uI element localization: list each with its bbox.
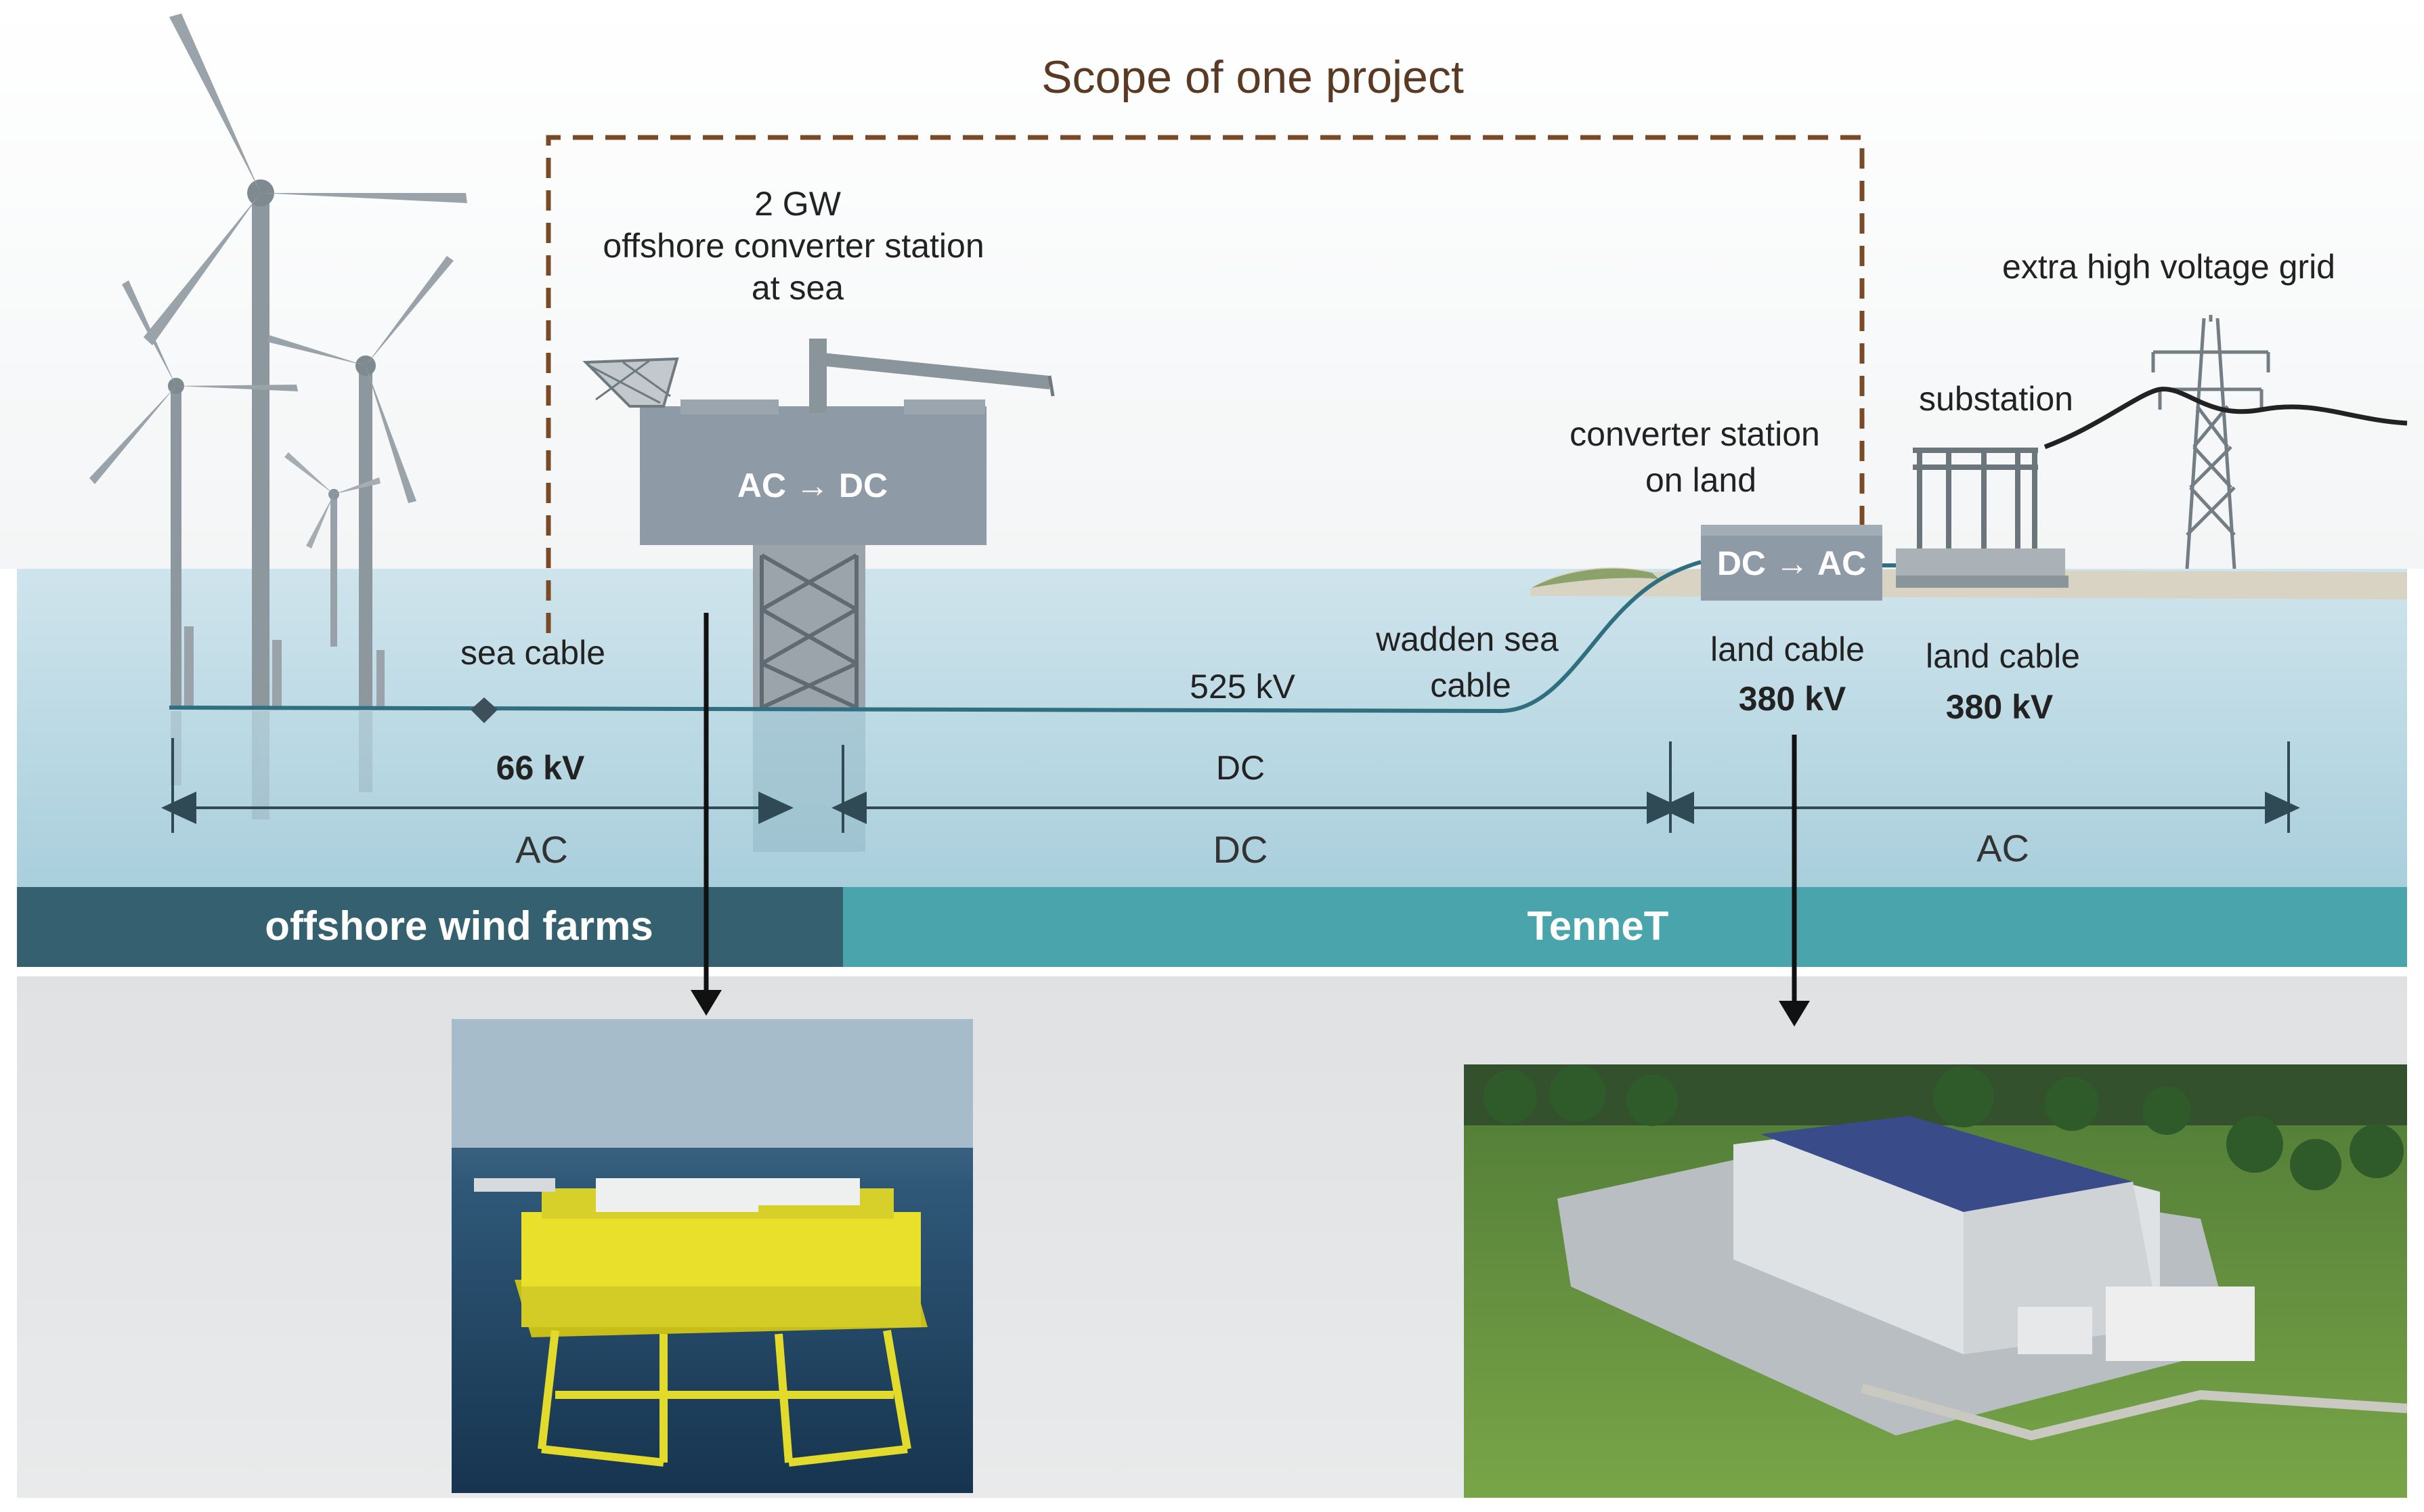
land-converter-box xyxy=(1701,525,1882,601)
platform-underwater xyxy=(753,710,865,852)
offshore-platform xyxy=(582,339,1055,710)
grid-label: extra high voltage grid xyxy=(2002,248,2335,286)
coast-grass xyxy=(1532,568,1659,588)
band-tennet: TenneT xyxy=(1527,903,1669,949)
dimension-lines xyxy=(161,738,2300,833)
land-station-photo xyxy=(1464,1064,2408,1498)
span-dc: DC xyxy=(1213,828,1268,871)
band-offshore-wind-farms: offshore wind farms xyxy=(265,903,653,949)
wadden-cable-label-2: cable xyxy=(1430,666,1511,704)
sea-cable-line xyxy=(169,560,1702,714)
wadden-cable-label-1: wadden sea xyxy=(1376,620,1559,658)
scope-box xyxy=(546,135,1865,633)
offshore-station-capacity: 2 GW xyxy=(754,185,841,223)
offshore-converter-label: AC → DC xyxy=(737,467,888,504)
land-cable-2-voltage: 380 kV xyxy=(1945,688,2054,726)
land-station-name: converter station xyxy=(1570,415,1820,453)
pylon-tower xyxy=(2151,315,2270,569)
band-right-bar xyxy=(843,887,2407,967)
cable-joint xyxy=(471,697,498,723)
span-ac-left: AC xyxy=(515,828,568,871)
substation-structure xyxy=(1913,448,2038,555)
land-cable-2-label: land cable xyxy=(1926,637,2080,675)
sea-area xyxy=(17,569,2407,887)
power-line xyxy=(2043,387,2408,450)
voltage-525-label: 525 kV xyxy=(1190,668,1295,706)
offshore-station-photo xyxy=(452,1019,973,1493)
sea-cable-label: sea cable xyxy=(460,634,606,672)
land-converter-label: DC → AC xyxy=(1716,544,1867,582)
band-divider xyxy=(17,967,2407,976)
voltage-66-label: 66 kV xyxy=(496,749,585,787)
diagram-title: Scope of one project xyxy=(1041,51,1464,103)
land-station-location: on land xyxy=(1645,461,1757,499)
wind-turbines xyxy=(89,14,467,708)
dc-middle-label: DC xyxy=(1215,749,1265,787)
span-ac-right: AC xyxy=(1976,827,2029,869)
land-cable-1-voltage: 380 kV xyxy=(1738,680,1846,718)
land-cable-1-label: land cable xyxy=(1710,630,1865,668)
offshore-station-name: offshore converter station xyxy=(603,227,984,265)
substation-label: substation xyxy=(1919,380,2073,418)
offshore-station-location: at sea xyxy=(751,269,844,307)
photo-arrows xyxy=(691,613,1810,1027)
